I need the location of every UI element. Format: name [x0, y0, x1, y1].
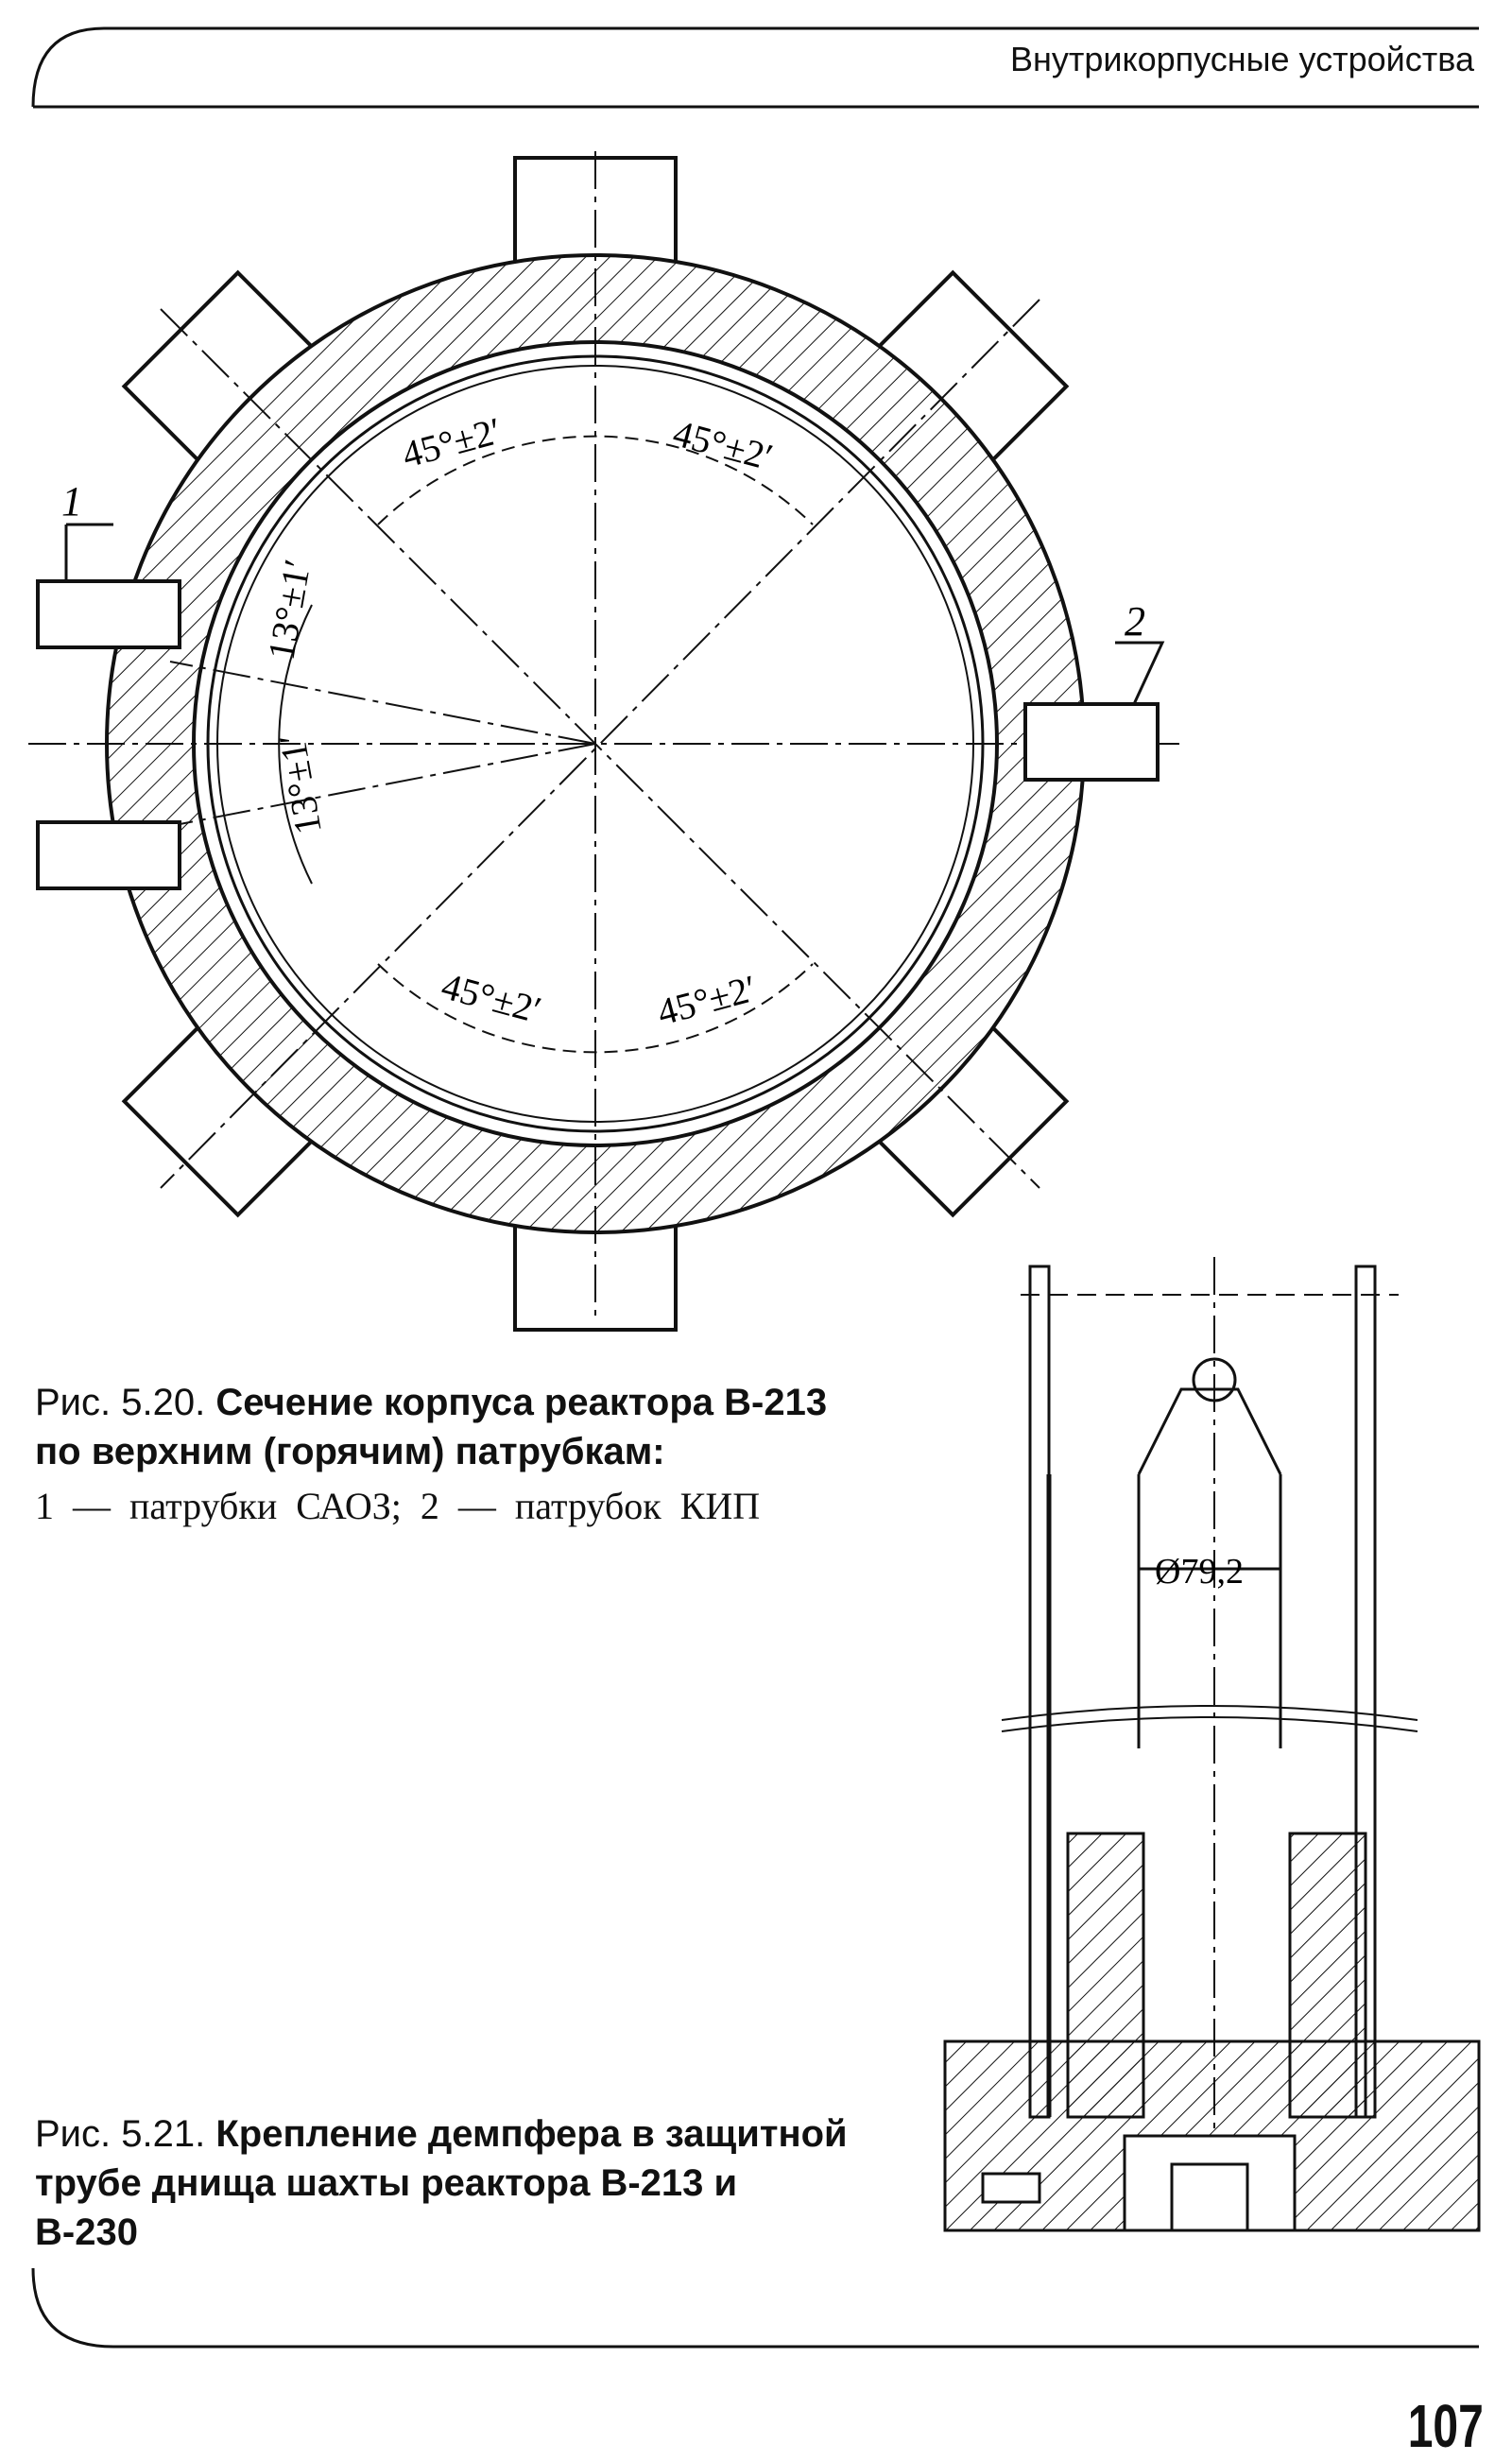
figure-title: Крепление демпфера в защитной трубе днищ… [35, 2113, 848, 2253]
reactor-section-drawing [28, 151, 1181, 1332]
callout-2: 2 [1125, 598, 1145, 645]
damper-drawing [943, 1257, 1481, 2232]
callout-1: 1 [61, 478, 82, 525]
running-header: Внутрикорпусные устройства [1009, 40, 1474, 78]
figure-legend: 1 — патрубки САОЗ; 2 — патрубок КИП [35, 1485, 761, 1527]
figure-5-21-caption: Рис. 5.21. Крепление демпфера в защитной… [35, 2109, 848, 2257]
diameter-label: Ø79,2 [1155, 1552, 1244, 1592]
figure-5-20-caption: Рис. 5.20. Сечение корпуса реактора В-21… [35, 1378, 838, 1531]
figure-title: Сечение корпуса реактора В-213 по верхни… [35, 1382, 828, 1472]
figure-label: Рис. 5.20. [35, 1382, 206, 1423]
page-number: 107 [1407, 2392, 1484, 2460]
figure-label: Рис. 5.21. [35, 2113, 206, 2155]
